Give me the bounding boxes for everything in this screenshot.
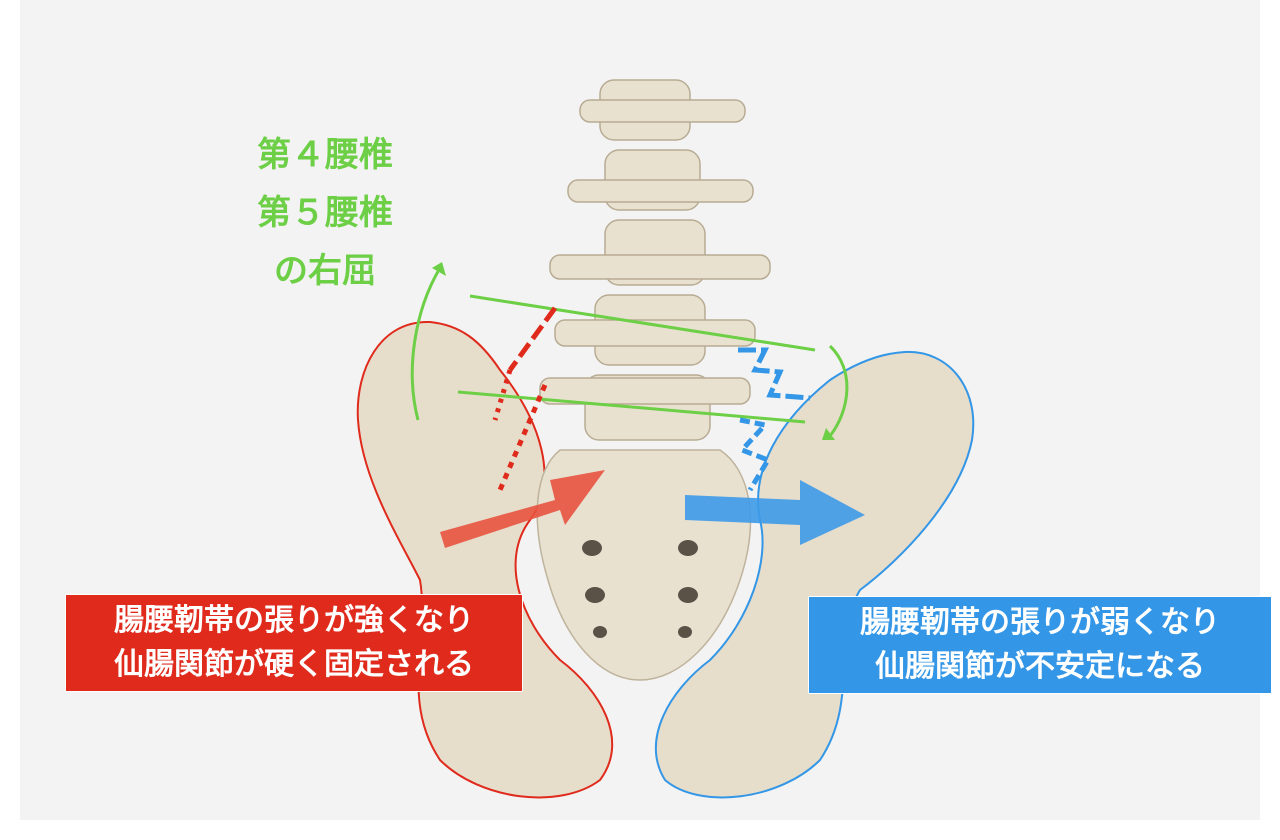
right-ilium <box>654 350 975 799</box>
blue-arrow <box>685 480 865 545</box>
tight-ligament-callout: 腸腰靭帯の張りが強くなり 仙腸関節が硬く固定される <box>65 594 523 692</box>
red-arrow <box>440 470 605 548</box>
sacral-foramina <box>582 540 698 638</box>
pelvis-illustration <box>356 79 975 799</box>
callout-line: 腸腰靭帯の張りが強くなり <box>114 603 474 638</box>
label-l4: 第４腰椎 <box>257 135 393 175</box>
callout-line: 仙腸関節が不安定になる <box>875 649 1205 684</box>
callout-line: 仙腸関節が硬く固定される <box>114 647 474 682</box>
label-right-flexion: の右屈 <box>274 251 376 291</box>
label-l5: 第５腰椎 <box>257 193 393 233</box>
callout-line: 腸腰靭帯の張りが弱くなり <box>860 605 1220 640</box>
lumbar-flexion-label: 第４腰椎 第５腰椎 の右屈 <box>215 126 435 300</box>
loose-ligament-callout: 腸腰靭帯の張りが弱くなり 仙腸関節が不安定になる <box>808 596 1272 694</box>
diagram-canvas: 第４腰椎 第５腰椎 の右屈 腸腰靭帯の張りが強くなり 仙腸関節が硬く固定される … <box>20 0 1272 820</box>
lumbar-vertebrae <box>539 79 771 441</box>
